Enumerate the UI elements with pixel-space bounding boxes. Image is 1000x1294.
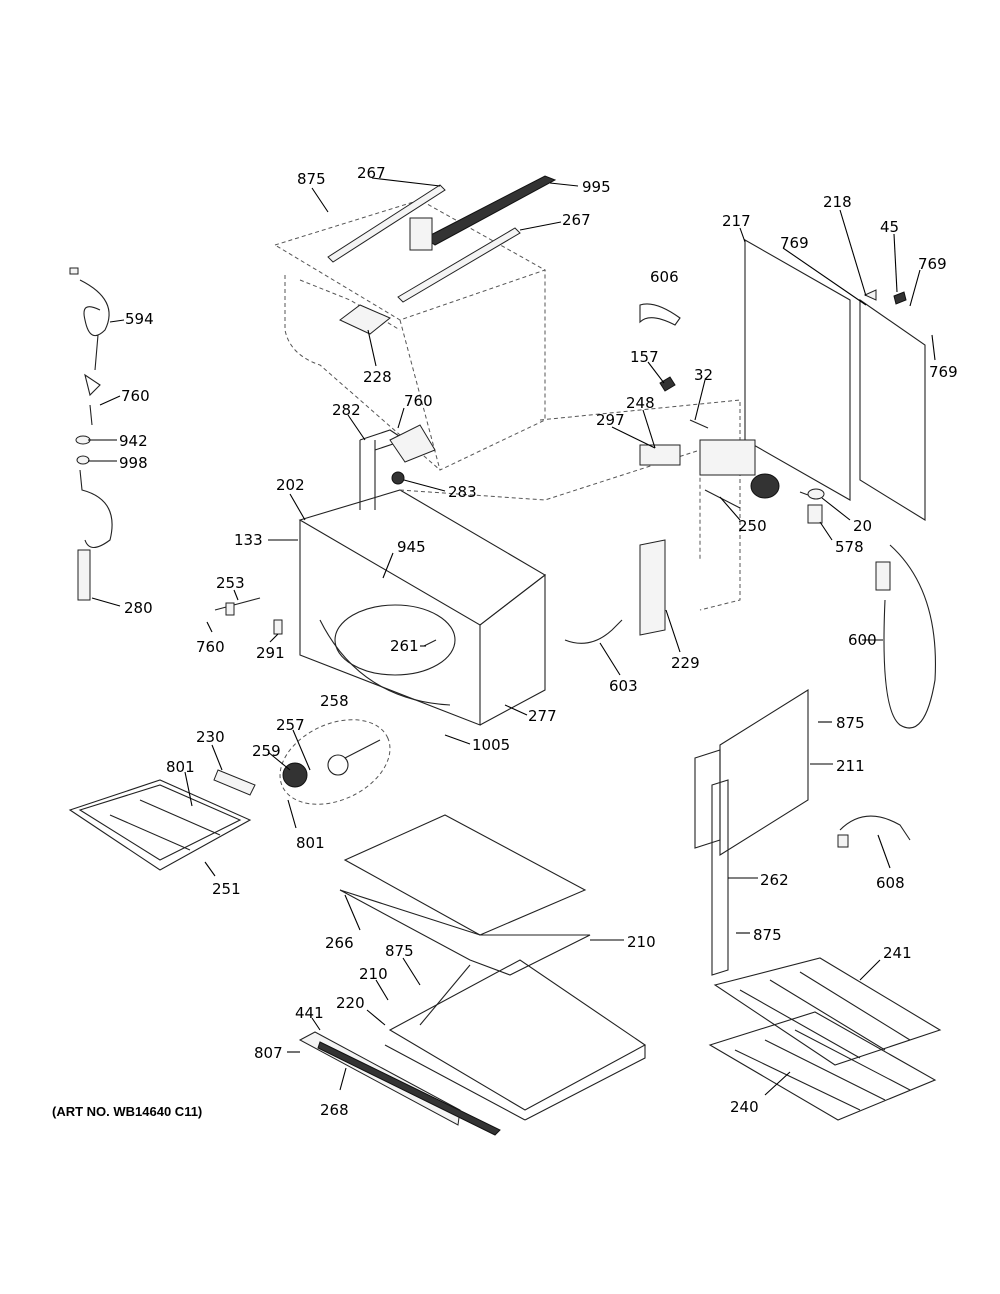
wire-harness-603 <box>564 619 623 644</box>
callout-label: 297 <box>596 411 625 429</box>
callout-label: 251 <box>212 880 241 898</box>
callout-label: 267 <box>562 211 591 229</box>
callout-label: 268 <box>320 1101 349 1119</box>
vent-duct-282 <box>359 424 436 510</box>
callout-label: 608 <box>876 874 905 892</box>
callout-label: 875 <box>297 170 326 188</box>
callout-label: 801 <box>166 758 195 776</box>
small-parts-253-291 <box>214 597 437 647</box>
callout-label: 603 <box>609 677 638 695</box>
callout-label: 283 <box>448 483 477 501</box>
callout-label: 875 <box>836 714 865 732</box>
callout-label: 257 <box>276 716 305 734</box>
callout-label: 267 <box>357 164 386 182</box>
callout-label: 202 <box>276 476 305 494</box>
bracket-228 <box>339 304 391 335</box>
left-probe-assembly <box>69 267 113 601</box>
callout-label: 240 <box>730 1098 759 1116</box>
thermostat-sensor-578 <box>799 488 825 524</box>
callout-label: 942 <box>119 432 148 450</box>
callout-label: 769 <box>780 234 809 252</box>
callout-label: 769 <box>918 255 947 273</box>
convection-fan-motor <box>639 303 780 509</box>
callout-label: 760 <box>121 387 150 405</box>
callout-label: 760 <box>404 392 433 410</box>
top-rail-parts <box>327 175 557 303</box>
callout-label: 228 <box>363 368 392 386</box>
bottom-pan-assembly <box>339 814 647 1121</box>
side-panels <box>694 689 809 976</box>
callout-label: 1005 <box>472 736 510 754</box>
callout-label: 157 <box>630 348 659 366</box>
callout-label: 230 <box>196 728 225 746</box>
oven-racks <box>708 957 942 1121</box>
callout-label: 995 <box>582 178 611 196</box>
callout-label: 258 <box>320 692 349 710</box>
callout-label: 578 <box>835 538 864 556</box>
callout-label: 217 <box>722 212 751 230</box>
callout-label: 266 <box>325 934 354 952</box>
callout-label: 760 <box>196 638 225 656</box>
bake-element-251 <box>68 769 256 871</box>
callout-label: 261 <box>390 637 419 655</box>
front-trim-268 <box>298 1031 501 1136</box>
callout-label: 133 <box>234 531 263 549</box>
callout-label: 282 <box>332 401 361 419</box>
callout-label: 220 <box>336 994 365 1012</box>
callout-label: 807 <box>254 1044 283 1062</box>
cable-600 <box>875 544 936 729</box>
callout-label: 262 <box>760 871 789 889</box>
callout-label: 875 <box>385 942 414 960</box>
callout-label: 210 <box>627 933 656 951</box>
callout-label: 32 <box>694 366 713 384</box>
callout-label: 259 <box>252 742 281 760</box>
callout-label: 291 <box>256 644 285 662</box>
callout-label: 875 <box>753 926 782 944</box>
callout-label: 248 <box>626 394 655 412</box>
callout-label: 606 <box>650 268 679 286</box>
callouts: 875 267 995 267 217 218 45 769 769 769 6… <box>88 164 958 1119</box>
callout-label: 277 <box>528 707 557 725</box>
callout-label: 441 <box>295 1004 324 1022</box>
callout-label: 253 <box>216 574 245 592</box>
callout-label: 998 <box>119 454 148 472</box>
callout-label: 769 <box>929 363 958 381</box>
callout-label: 20 <box>853 517 872 535</box>
callout-label: 218 <box>823 193 852 211</box>
callout-label: 801 <box>296 834 325 852</box>
callout-label: 945 <box>397 538 426 556</box>
callout-label: 210 <box>359 965 388 983</box>
callout-label: 600 <box>848 631 877 649</box>
callout-label: 594 <box>125 310 154 328</box>
callout-label: 250 <box>738 517 767 535</box>
callout-label: 229 <box>671 654 700 672</box>
callout-label: 45 <box>880 218 899 236</box>
art-number-note: (ART NO. WB14640 C11) <box>52 1104 203 1119</box>
oven-cavity <box>298 399 741 726</box>
wire-harness-608 <box>837 815 911 848</box>
bracket-229 <box>639 539 666 636</box>
rear-panels <box>744 239 926 521</box>
callout-label: 241 <box>883 944 912 962</box>
callout-label: 211 <box>836 757 865 775</box>
callout-label: 280 <box>124 599 153 617</box>
